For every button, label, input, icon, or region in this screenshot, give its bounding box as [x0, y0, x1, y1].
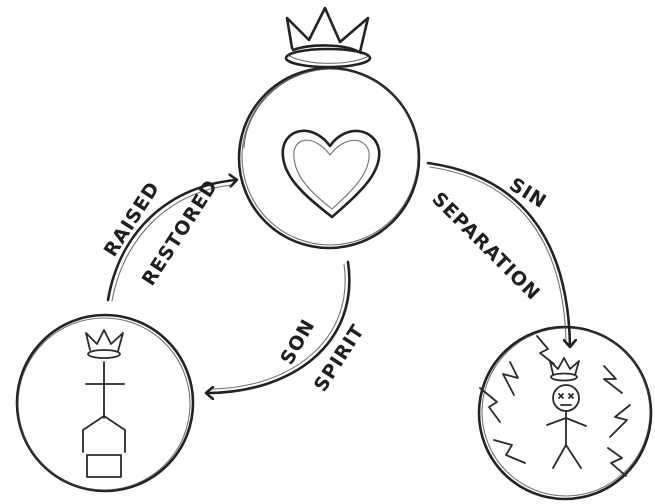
cross-icon — [86, 362, 124, 418]
house-icon — [83, 416, 125, 477]
label-spirit: SPIRIT — [310, 321, 369, 396]
bottom-right-circle — [479, 327, 651, 499]
label-son: SON — [276, 315, 319, 368]
heart-icon — [283, 131, 379, 217]
stick-figure-icon — [547, 385, 586, 468]
small-crown-right-icon — [550, 358, 579, 381]
small-crown-left-icon — [86, 330, 123, 358]
top-crown-icon — [286, 8, 370, 67]
bottom-left-circle — [17, 315, 193, 491]
label-sin: SIN — [505, 174, 550, 214]
top-heart-circle — [239, 68, 419, 248]
